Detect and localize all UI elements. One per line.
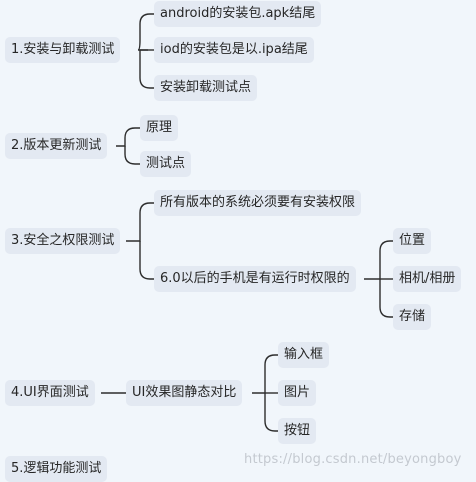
connector xyxy=(139,50,154,89)
node-runtime-permission[interactable]: 6.0以后的手机是有运行时权限的 xyxy=(154,266,356,292)
connector xyxy=(252,354,278,394)
node-button[interactable]: 按钮 xyxy=(278,418,317,444)
node-permission-test[interactable]: 3.安全之权限测试 xyxy=(5,228,121,254)
connector xyxy=(379,279,393,318)
node-install-uninstall-test[interactable]: 1.安装与卸载测试 xyxy=(5,37,121,63)
node-image[interactable]: 图片 xyxy=(278,380,317,406)
connector xyxy=(137,13,154,51)
connector xyxy=(126,202,154,242)
node-install-test-points[interactable]: 安装卸载测试点 xyxy=(154,75,258,101)
node-location[interactable]: 位置 xyxy=(393,228,432,254)
connector xyxy=(116,127,140,147)
node-install-permission[interactable]: 所有版本的系统必须要有安装权限 xyxy=(154,190,362,216)
connector xyxy=(139,241,154,280)
node-update-test-points[interactable]: 测试点 xyxy=(140,151,192,177)
node-camera-album[interactable]: 相机/相册 xyxy=(393,266,462,292)
node-principle[interactable]: 原理 xyxy=(140,115,179,141)
connector xyxy=(364,240,393,280)
connector xyxy=(264,393,278,432)
node-storage[interactable]: 存储 xyxy=(393,304,432,330)
connector xyxy=(124,146,140,165)
node-ui-test[interactable]: 4.UI界面测试 xyxy=(5,380,95,406)
node-input-box[interactable]: 输入框 xyxy=(278,342,330,368)
node-ui-static-compare[interactable]: UI效果图静态对比 xyxy=(126,380,243,406)
watermark: https://blog.csdn.net/beyongboy xyxy=(244,452,462,467)
node-ios-ipa[interactable]: iod的安装包是以.ipa结尾 xyxy=(154,37,314,63)
node-version-update-test[interactable]: 2.版本更新测试 xyxy=(5,133,108,159)
node-logic-function-test[interactable]: 5.逻辑功能测试 xyxy=(5,456,108,482)
node-android-apk[interactable]: android的安装包.apk结尾 xyxy=(154,1,322,27)
